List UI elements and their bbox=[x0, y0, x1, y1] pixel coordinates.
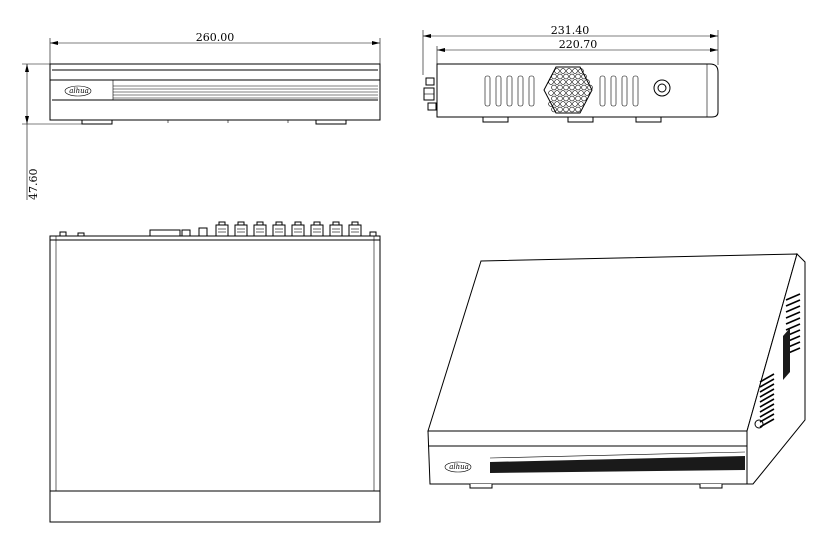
side-vent-slots-left bbox=[484, 75, 535, 107]
front-view: 260.00 47.60 alhua bbox=[22, 31, 381, 201]
front-width-label: 260.00 bbox=[196, 31, 235, 44]
side-overall-label: 231.40 bbox=[551, 24, 590, 37]
vga-port bbox=[149, 229, 181, 237]
front-vent-stripes bbox=[52, 85, 378, 101]
iso-side-fan bbox=[783, 328, 790, 380]
side-view: 231.40 220.70 bbox=[422, 24, 719, 123]
fan-grill bbox=[543, 66, 593, 114]
rear-connectors bbox=[423, 77, 437, 111]
iso-front-stripe bbox=[489, 451, 746, 473]
isometric-view: alhua bbox=[427, 253, 806, 489]
side-vent-slots-right bbox=[599, 75, 639, 107]
bnc-connectors bbox=[215, 221, 362, 237]
iso-top-face bbox=[427, 253, 798, 432]
svg-text:alhua: alhua bbox=[69, 87, 89, 95]
side-round-port bbox=[653, 79, 671, 97]
height-label: 47.60 bbox=[27, 169, 40, 201]
top-view bbox=[49, 221, 381, 523]
front-logo: alhua bbox=[64, 85, 92, 97]
iso-logo: alhua bbox=[444, 461, 472, 473]
svg-text:alhua: alhua bbox=[449, 463, 469, 471]
iso-side-vents bbox=[759, 293, 801, 428]
foot-left bbox=[81, 119, 113, 125]
top-body bbox=[49, 235, 381, 523]
side-body-label: 220.70 bbox=[559, 38, 598, 51]
foot-right bbox=[315, 119, 347, 125]
iso-side-port bbox=[754, 419, 764, 429]
